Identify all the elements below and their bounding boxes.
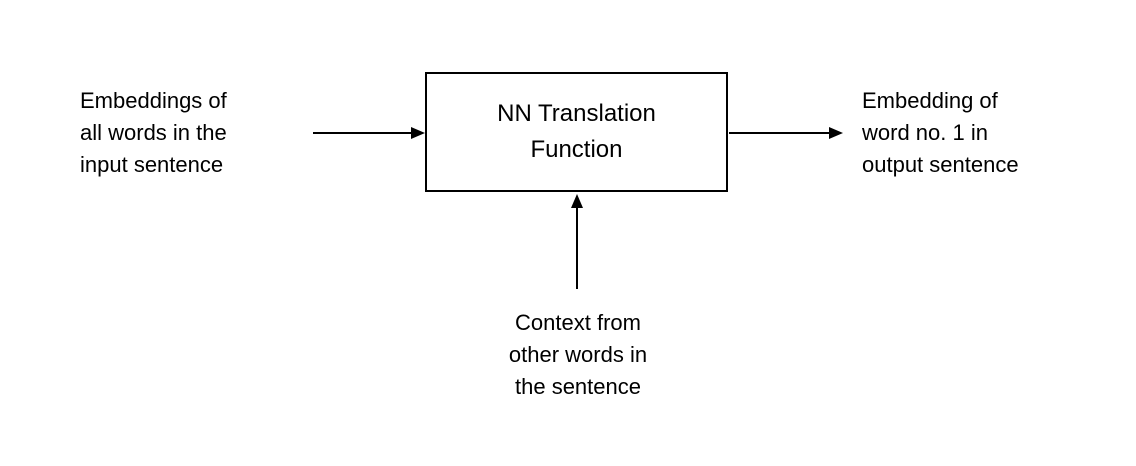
nn-translation-function-box: NN Translation Function — [425, 72, 728, 192]
output-embedding-label: Embedding of word no. 1 in output senten… — [862, 88, 1019, 177]
arrow-function-to-output — [729, 127, 843, 139]
context-label: Context from other words in the sentence — [508, 310, 648, 399]
arrow-input-to-function — [313, 127, 425, 139]
input-embeddings-label: Embeddings of all words in the input sen… — [80, 88, 227, 177]
arrow-context-to-function — [571, 194, 583, 289]
